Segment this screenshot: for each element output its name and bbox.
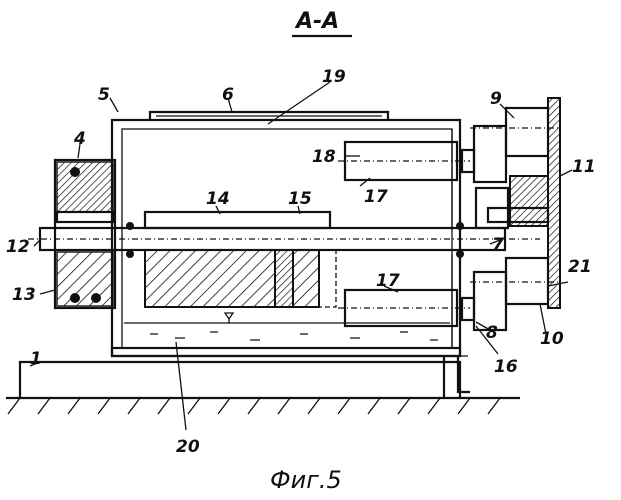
- label-10: 10: [540, 329, 564, 349]
- label-19: 19: [322, 67, 346, 87]
- label-16: 16: [494, 357, 518, 377]
- label-13: 13: [12, 285, 36, 305]
- bearing-support: [55, 160, 115, 308]
- label-17-lower: 17: [376, 271, 400, 291]
- label-14: 14: [206, 189, 230, 209]
- lower-shaft-assembly: [338, 290, 470, 326]
- label-21: 21: [568, 257, 592, 277]
- section-title: A-A: [294, 9, 339, 34]
- label-17-upper: 17: [364, 187, 388, 207]
- upper-shaft-assembly: [338, 142, 470, 180]
- external-drive: [462, 98, 560, 330]
- label-18: 18: [312, 147, 336, 167]
- label-15: 15: [288, 189, 312, 209]
- label-12: 12: [6, 237, 30, 257]
- base-plate: [20, 356, 470, 398]
- housing: [112, 112, 460, 356]
- label-9: 9: [490, 89, 502, 109]
- label-8: 8: [486, 323, 498, 343]
- label-6: 6: [222, 85, 234, 105]
- figure-caption: Фиг.5: [270, 466, 342, 494]
- label-20: 20: [176, 437, 200, 457]
- label-5: 5: [98, 85, 110, 105]
- label-1: 1: [30, 349, 42, 369]
- label-11: 11: [572, 157, 596, 177]
- floor: [6, 398, 520, 414]
- rotor-disc: [145, 212, 336, 307]
- label-4: 4: [73, 129, 86, 149]
- label-7: 7: [492, 235, 504, 255]
